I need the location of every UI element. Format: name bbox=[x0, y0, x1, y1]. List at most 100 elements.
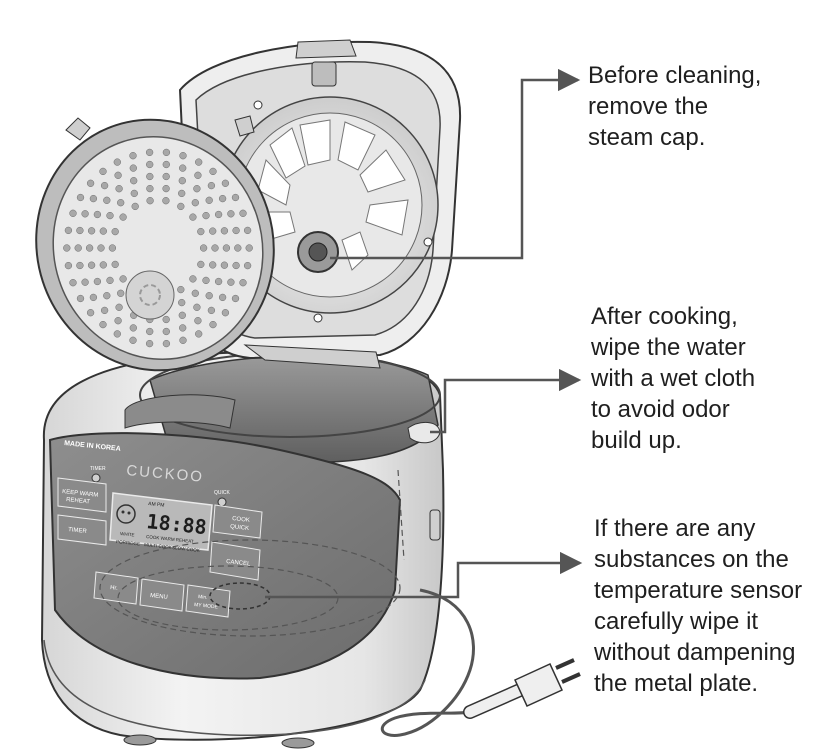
lid-hole bbox=[103, 196, 111, 204]
lid-hole bbox=[162, 184, 170, 193]
lid-hole bbox=[86, 179, 95, 187]
note-line: the metal plate. bbox=[594, 670, 759, 697]
lid-hole bbox=[162, 160, 170, 169]
note-line: temperature sensor bbox=[594, 577, 803, 604]
lid-hole bbox=[108, 244, 117, 252]
cancel-button[interactable]: CANCEL bbox=[209, 541, 261, 581]
power-cord bbox=[381, 588, 581, 737]
lid-hole bbox=[220, 227, 229, 235]
cook-quick-button[interactable]: COOK QUICK bbox=[212, 504, 263, 539]
lid-hole bbox=[199, 244, 208, 252]
lid-hole bbox=[130, 189, 138, 198]
lid-hole bbox=[191, 199, 199, 207]
lid-hole bbox=[97, 244, 105, 252]
lid-hole bbox=[214, 210, 223, 219]
lid-hole bbox=[129, 164, 137, 172]
svg-text:QUICK: QUICK bbox=[230, 524, 250, 532]
note-line: with a wet cloth bbox=[591, 365, 756, 392]
lid-hole bbox=[114, 171, 122, 179]
lid-hole bbox=[209, 261, 217, 269]
lid-hole bbox=[106, 211, 114, 220]
lid-hole bbox=[227, 278, 235, 286]
keep-warm-button[interactable]: KEEP WARM REHEAT bbox=[57, 477, 107, 513]
lid-hole bbox=[76, 261, 84, 270]
lid-hole bbox=[162, 148, 171, 157]
menu-button[interactable]: MENU bbox=[139, 578, 185, 612]
lid-hole bbox=[207, 306, 216, 315]
lid-hole bbox=[81, 278, 89, 286]
note-line: steam cap. bbox=[588, 124, 706, 151]
note-line: without dampening bbox=[594, 639, 796, 666]
note-temperature-sensor: If there are any substances on the tempe… bbox=[594, 513, 802, 699]
lid-hole bbox=[100, 306, 109, 315]
timer-button[interactable]: TIMER bbox=[57, 514, 107, 546]
handle-top bbox=[124, 394, 236, 429]
lid-hole bbox=[207, 181, 216, 190]
svg-text:SLOW COOK: SLOW COOK bbox=[172, 545, 200, 553]
lid-hole bbox=[115, 303, 123, 311]
lid-hole bbox=[209, 167, 217, 176]
lid-hole bbox=[86, 309, 95, 317]
lid-hole bbox=[177, 285, 185, 294]
svg-text:AM PM: AM PM bbox=[148, 501, 165, 509]
lid-hole bbox=[106, 276, 114, 285]
lid-hole bbox=[115, 185, 123, 193]
lid-hole bbox=[99, 320, 107, 329]
lid-hole bbox=[130, 177, 138, 185]
lid-hole bbox=[205, 196, 213, 204]
lid-hole bbox=[232, 226, 240, 235]
my-mode-button[interactable]: Min. MY MODE bbox=[185, 584, 231, 618]
lid-hole bbox=[162, 339, 171, 348]
lid-hole bbox=[162, 315, 170, 324]
lid-hole bbox=[194, 171, 202, 179]
lid-hole bbox=[202, 276, 210, 285]
brand-logo-text: CUCKOO bbox=[126, 462, 205, 486]
callout-lines bbox=[265, 68, 583, 599]
svg-text:Min.: Min. bbox=[198, 594, 208, 601]
lid-hole bbox=[93, 210, 102, 219]
lid-hole bbox=[89, 293, 98, 302]
lid-hole bbox=[227, 210, 235, 218]
inner-pot bbox=[139, 352, 441, 463]
lid-hole bbox=[69, 209, 77, 217]
lid-hole bbox=[113, 158, 121, 166]
lid-hole bbox=[245, 244, 253, 252]
lid-hole bbox=[103, 292, 111, 300]
lid-hole bbox=[64, 226, 73, 235]
lid-hole bbox=[99, 261, 107, 269]
lid-hole bbox=[231, 294, 240, 303]
callout-wipe-line bbox=[430, 368, 582, 434]
svg-text:KEEP WARM: KEEP WARM bbox=[62, 489, 99, 499]
note-line: substances on the bbox=[594, 546, 789, 573]
hr-button[interactable]: Hr. bbox=[93, 571, 139, 605]
lid-hole bbox=[191, 289, 199, 297]
quick-led-label: QUICK bbox=[214, 490, 231, 496]
lid-hole bbox=[99, 227, 107, 235]
callout-steam-line bbox=[330, 68, 581, 260]
lid-hole bbox=[117, 199, 125, 207]
lid-hole bbox=[239, 279, 247, 287]
lid-hole bbox=[243, 226, 252, 235]
lid-hole bbox=[214, 277, 223, 286]
lid-hole bbox=[195, 330, 203, 338]
note-line: to avoid odor bbox=[591, 396, 730, 423]
timer-led-label: TIMER bbox=[90, 466, 106, 472]
lid-hole bbox=[146, 184, 154, 193]
lid-hole bbox=[162, 327, 170, 336]
lid-hole bbox=[193, 303, 201, 311]
lid-hole bbox=[178, 311, 186, 319]
lid-hole bbox=[197, 260, 205, 269]
lid-hole bbox=[119, 275, 127, 283]
lid-hole bbox=[178, 177, 186, 185]
lid-hole bbox=[129, 324, 137, 332]
lid-hole bbox=[114, 317, 122, 325]
lid-hole bbox=[179, 164, 187, 172]
lid-hole bbox=[63, 244, 71, 252]
lid-hole bbox=[232, 261, 240, 270]
lid-hole bbox=[93, 277, 102, 286]
lid-hole bbox=[129, 152, 137, 160]
lid-hole bbox=[89, 194, 98, 203]
svg-text:MY MODE: MY MODE bbox=[194, 602, 219, 611]
note-wipe-water: After cooking, wipe the water with a wet… bbox=[591, 301, 755, 456]
